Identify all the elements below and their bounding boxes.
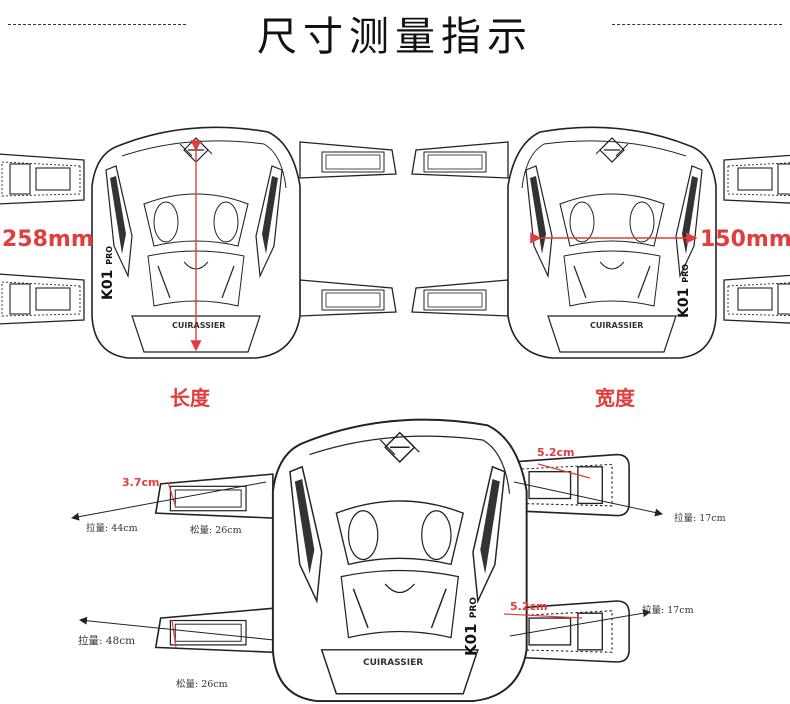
lower-left-strap-stretch: 拉量: 48cm	[78, 635, 136, 647]
lower-left-strap-relaxed: 松量: 26cm	[176, 679, 228, 690]
length-value: 258mm	[2, 227, 94, 252]
width-caption: 宽度	[595, 386, 635, 410]
pad-logo-bottom: CUIRASSIER	[363, 658, 424, 668]
pad-logo-top-right: CUIRASSIER	[590, 321, 644, 330]
upper-right-strap-width: 5.2cm	[537, 446, 575, 459]
title-divider-left	[8, 24, 186, 25]
page-title: 尺寸测量指示	[257, 14, 533, 60]
pad-logo-top-left: CUIRASSIER	[172, 321, 226, 330]
lower-right-strap-width: 5.2cm	[510, 600, 548, 613]
width-value: 150mm	[700, 227, 790, 252]
pad-model-top-right: K01 PRO	[676, 263, 692, 318]
pad-model-bottom: K01 PRO	[462, 597, 480, 656]
title-divider-right	[612, 24, 782, 25]
upper-left-strap-stretch: 拉量: 44cm	[86, 523, 138, 534]
upper-left-strap-relaxed: 松量: 26cm	[190, 525, 242, 536]
length-caption: 长度	[170, 386, 210, 410]
pad-model-top-left: K01 PRO	[100, 245, 116, 300]
upper-left-strap-width: 3.7cm	[122, 476, 160, 489]
lower-right-strap-stretch: 拉量: 17cm	[642, 605, 694, 616]
upper-right-strap-stretch: 拉量: 17cm	[674, 513, 726, 524]
